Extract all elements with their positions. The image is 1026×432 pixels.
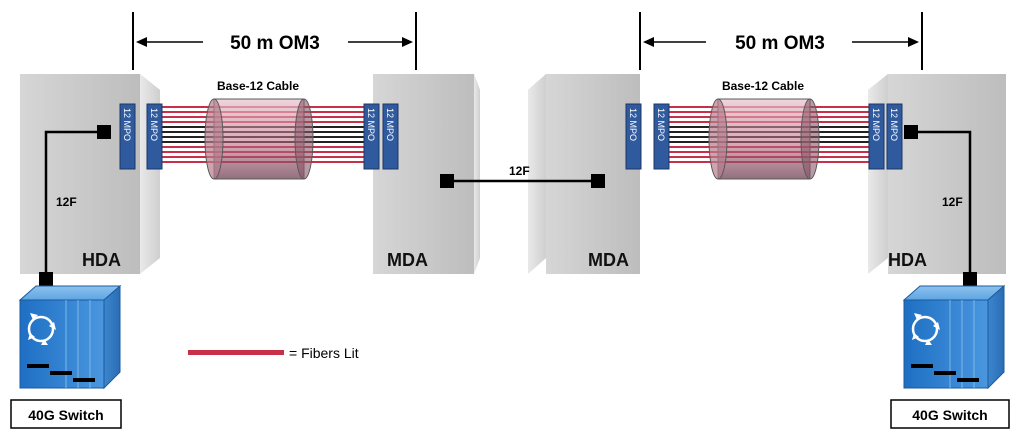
switch-side [987, 284, 1005, 390]
patch-cord-right-hda: 12F [904, 125, 977, 286]
arrowhead-left-icon [136, 37, 147, 47]
arrowhead-left-icon [643, 37, 654, 47]
cabinet-right-mda: MDA [528, 74, 640, 274]
span-label-left: 50 m OM3 [230, 33, 320, 54]
mpo-connector-left-cable-end: 12 MPO [363, 103, 380, 170]
port-bar-icon [934, 371, 956, 375]
cabinet-label: HDA [82, 250, 121, 270]
mpo-label: 12 MPO [628, 108, 638, 141]
cable-sleeve-right: Base-12 Cable [708, 79, 820, 180]
cabinet-label: MDA [387, 250, 428, 270]
mpo-connector-right-mda: 12 MPO [625, 103, 642, 170]
mpo-label: 12 MPO [385, 108, 395, 141]
switch-arrows-icon [911, 313, 940, 345]
mpo-label: 12 MPO [366, 108, 376, 141]
cabinet-side [528, 74, 546, 274]
patch-label-right: 12F [942, 195, 963, 209]
connector-block-icon [591, 174, 605, 188]
legend-fiber-swatch [188, 350, 284, 355]
switch-label-box-left: 40G Switch [10, 399, 122, 429]
mpo-connector-left-hda: 12 MPO [119, 103, 136, 170]
connector-block-icon [904, 125, 918, 139]
switch-label-box-right: 40G Switch [890, 399, 1010, 429]
cabinet-label: MDA [588, 250, 629, 270]
measurement-left: 50 m OM3 [132, 12, 417, 70]
cabinet-left-hda: HDA [20, 74, 160, 274]
cable-label-right: Base-12 Cable [722, 79, 804, 93]
mpo-label: 12 MPO [656, 108, 666, 141]
connector-block-icon [440, 174, 454, 188]
switch-side [103, 284, 121, 390]
mpo-connector-left-mda: 12 MPO [382, 103, 399, 170]
patch-label-middle: 12F [509, 164, 530, 178]
sleeve-end-right [294, 98, 314, 180]
mpo-connector-right-hda: 12 MPO [886, 103, 903, 170]
arrowhead-right-icon [908, 37, 919, 47]
switch-top [902, 285, 1006, 301]
sleeve-end-left [204, 98, 224, 180]
switch-left [18, 284, 122, 390]
switch-right [902, 284, 1006, 390]
port-bar-icon [27, 364, 49, 368]
patch-label-left: 12F [56, 195, 77, 209]
port-bar-icon [73, 378, 95, 382]
mpo-connector-right-cable-end: 12 MPO [868, 103, 885, 170]
patch-cord-middle: 12F [440, 164, 605, 188]
mpo-label: 12 MPO [122, 108, 132, 141]
switch-label-right: 40G Switch [912, 407, 987, 423]
sleeve-end-right [800, 98, 820, 180]
sleeve-body [717, 98, 811, 180]
arrowhead-right-icon [402, 37, 413, 47]
cabinet-front [888, 74, 1006, 274]
mpo-label: 12 MPO [871, 108, 881, 141]
span-label-right: 50 m OM3 [735, 33, 825, 54]
port-bar-icon [50, 371, 72, 375]
port-bar-icon [957, 378, 979, 382]
legend: = Fibers Lit [188, 345, 359, 361]
mpo-connector-left-cable-start: 12 MPO [146, 103, 163, 170]
connector-block-icon [963, 272, 977, 286]
cable-label-left: Base-12 Cable [217, 79, 299, 93]
cabinet-label: HDA [888, 250, 927, 270]
legend-text: = Fibers Lit [289, 345, 359, 361]
port-bar-icon [911, 364, 933, 368]
cable-sleeve-left: Base-12 Cable [204, 79, 314, 180]
mpo-label: 12 MPO [889, 108, 899, 141]
connector-block-icon [39, 272, 53, 286]
switch-arrows-icon [27, 313, 56, 345]
cabinet-side [474, 74, 480, 274]
connector-block-icon [97, 125, 111, 139]
sleeve-end-left [708, 98, 728, 180]
patch-cord-left-hda: 12F [39, 125, 111, 286]
mpo-label: 12 MPO [149, 108, 159, 141]
sleeve-body [213, 98, 305, 180]
switch-label-left: 40G Switch [28, 407, 103, 423]
measurement-right: 50 m OM3 [639, 12, 923, 70]
switch-top [18, 285, 122, 301]
mpo-connector-right-cable-start: 12 MPO [653, 103, 670, 170]
